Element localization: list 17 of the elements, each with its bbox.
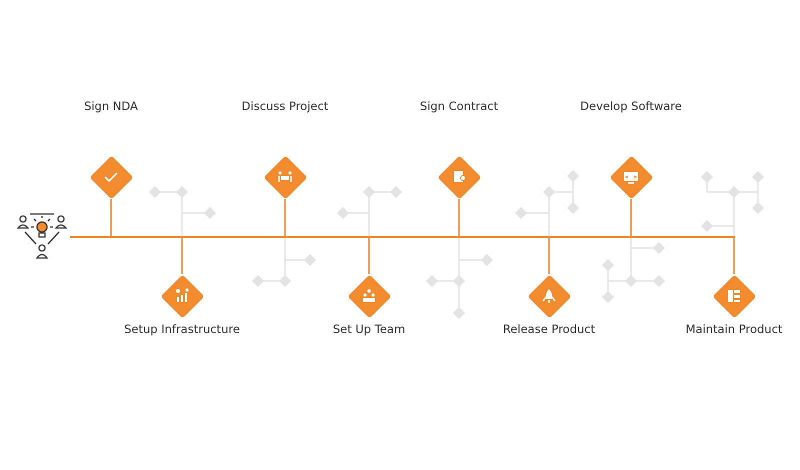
milestone-title: Discuss Project — [242, 99, 328, 113]
milestone-title: Set Up Team — [332, 322, 406, 336]
connector-line — [548, 238, 550, 274]
milestone-title: Develop Software — [580, 99, 682, 113]
connector-line — [110, 199, 112, 236]
timeline-bar — [70, 236, 735, 238]
milestone-title: Setup Infrastructure — [124, 322, 240, 336]
milestone-title: Maintain Product — [686, 322, 782, 336]
connector-line — [368, 238, 370, 274]
connector-line — [733, 238, 735, 274]
milestone-title: Sign Contract — [420, 99, 498, 113]
milestone-title: Release Product — [502, 322, 596, 336]
connector-line — [181, 238, 183, 274]
milestone-title: Sign NDA — [84, 99, 138, 113]
connector-line — [630, 199, 632, 236]
connector-line — [284, 199, 286, 236]
connector-line — [458, 199, 460, 236]
